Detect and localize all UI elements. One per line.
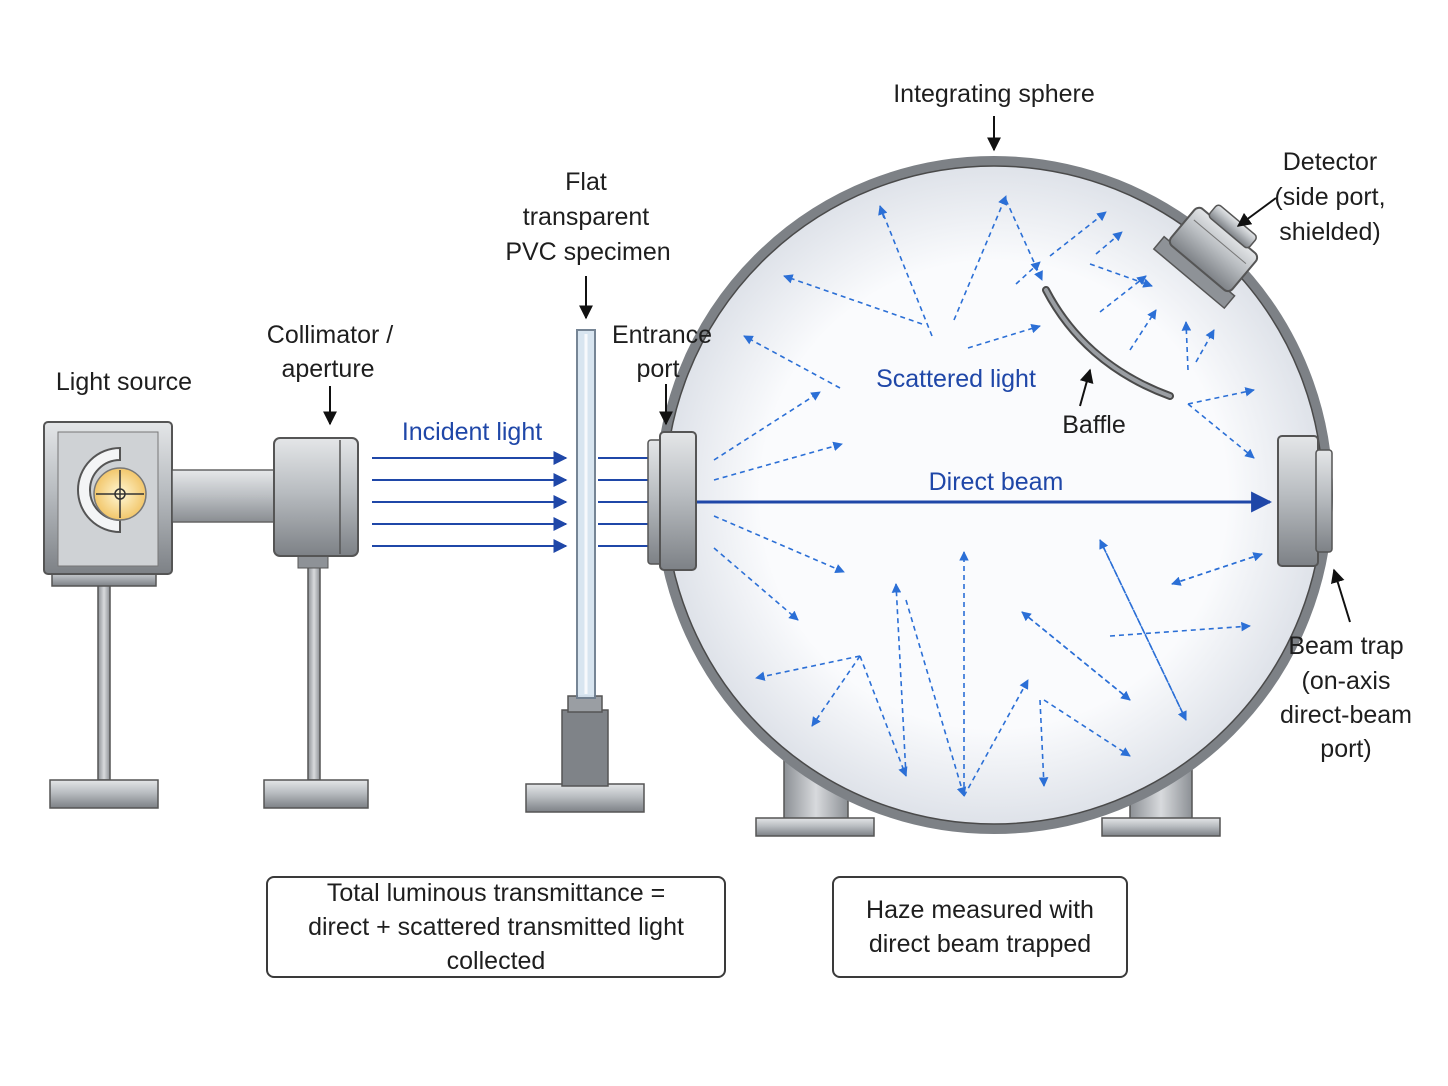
collimator bbox=[263, 437, 369, 809]
label-specimen-3: PVC specimen bbox=[505, 238, 670, 266]
label-specimen-1: Flat bbox=[565, 168, 607, 196]
label-incident-light: Incident light bbox=[402, 418, 542, 446]
label-beam-trap-2: (on-axis bbox=[1302, 667, 1391, 695]
label-integrating-sphere: Integrating sphere bbox=[893, 80, 1095, 108]
note-transmittance-line-2: direct + scattered transmitted light col… bbox=[308, 913, 684, 975]
label-collimator-1: Collimator / bbox=[267, 321, 393, 349]
entrance-port bbox=[647, 431, 697, 571]
pointer-arrows bbox=[323, 116, 1351, 623]
note-haze-line-1: Haze measured with bbox=[866, 896, 1094, 924]
label-collimator-2: aperture bbox=[281, 355, 374, 383]
note-transmittance-line-1: Total luminous transmittance = bbox=[326, 879, 666, 907]
label-beam-trap-3: direct-beam bbox=[1280, 701, 1412, 729]
label-direct-beam: Direct beam bbox=[929, 468, 1064, 496]
label-entrance-port-1: Entrance bbox=[612, 321, 712, 349]
note-haze: Haze measured with direct beam trapped bbox=[832, 876, 1128, 978]
note-transmittance: Total luminous transmittance = direct + … bbox=[266, 876, 726, 978]
label-baffle: Baffle bbox=[1062, 411, 1125, 439]
label-entrance-port-2: port bbox=[636, 355, 679, 383]
label-beam-trap-4: port) bbox=[1320, 735, 1371, 763]
label-detector-1: Detector bbox=[1283, 148, 1377, 176]
note-haze-line-2: direct beam trapped bbox=[868, 930, 1092, 958]
incident-beams bbox=[372, 451, 648, 553]
pvc-specimen bbox=[525, 329, 645, 813]
label-detector-2: (side port, bbox=[1274, 183, 1385, 211]
label-scattered-light: Scattered light bbox=[876, 365, 1036, 393]
detector bbox=[1152, 204, 1259, 310]
label-detector-3: shielded) bbox=[1279, 218, 1380, 246]
label-light-source: Light source bbox=[56, 368, 192, 396]
beam-trap bbox=[1277, 435, 1333, 567]
label-beam-trap-1: Beam trap bbox=[1288, 632, 1403, 660]
scattered-light-rays bbox=[713, 195, 1263, 797]
label-specimen-2: transparent bbox=[523, 203, 650, 231]
light-source bbox=[43, 421, 275, 809]
